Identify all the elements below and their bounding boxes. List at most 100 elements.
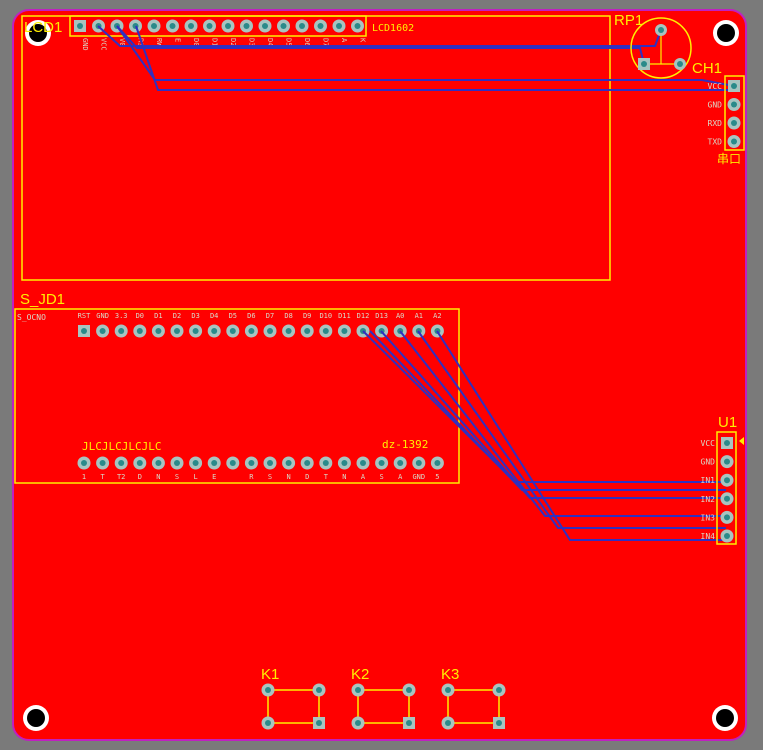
- lcd-pin-label: A: [340, 38, 348, 43]
- sjd1-top-pin-5: [151, 324, 165, 338]
- switch-ref: K3: [441, 666, 459, 683]
- u1-pin-2: [720, 455, 734, 469]
- switch-k2: K2: [351, 666, 416, 730]
- ch1-pin-4: [727, 135, 741, 148]
- sjd1-bottom-pin-label: A: [361, 473, 366, 481]
- u1-pin-5: [720, 510, 734, 524]
- sjd1-board-text: dz-1392: [382, 438, 428, 451]
- switch-k1: K1: [261, 666, 326, 730]
- rp1-outline: [630, 17, 692, 79]
- u1-pin-1: [721, 437, 733, 449]
- switch-pad: [402, 683, 416, 697]
- sjd1-bottom-pin-label: N: [286, 473, 290, 481]
- sjd1-top-pin-label: D4: [210, 312, 218, 320]
- board-outline: [12, 9, 747, 741]
- lcd-pin-11: [258, 19, 272, 33]
- lcd-pin-label: RS: [137, 38, 145, 46]
- sjd1-bottom-text: JLCJLCJLCJLC: [82, 440, 161, 453]
- sjd1-top-pin-label: D12: [357, 312, 370, 320]
- sjd1-ref: S_JD1: [20, 291, 65, 308]
- switch-k3: K3: [441, 666, 506, 730]
- switch-pad: [312, 683, 326, 697]
- sjd1-top-pin-8: [207, 324, 221, 338]
- sjd1-bottom-pin-label: GND: [412, 473, 425, 481]
- lcd-pin-label: GND: [81, 38, 89, 51]
- sjd1-top-pin-label: D8: [284, 312, 292, 320]
- lcd-pin-label: D3: [248, 38, 256, 46]
- sjd1-bottom-pin-5: [151, 456, 165, 470]
- sjd1-bottom-pin-label: L: [193, 473, 197, 481]
- ch1-pin-label: RXD: [708, 119, 723, 128]
- sjd1-bottom-pin-label: N: [156, 473, 160, 481]
- switch-pad: [351, 716, 365, 730]
- sjd1-bottom-pin-8: [207, 456, 221, 470]
- sjd1-bottom-pin-13: [300, 456, 314, 470]
- lcd-pin-15: [332, 19, 346, 33]
- lcd-header-outline: [69, 15, 367, 37]
- lcd-pin-4: [129, 19, 142, 33]
- lcd-pin-label: D7: [322, 38, 330, 46]
- lcd-pin-10: [240, 19, 253, 33]
- lcd-pin-label: D2: [229, 38, 237, 46]
- lcd-pin-16: [351, 19, 364, 33]
- sjd1-outline: [14, 308, 460, 484]
- u1-pin-4: [720, 492, 734, 506]
- sjd1-top-pin-10: [244, 324, 258, 338]
- ch1-ref: CH1: [692, 60, 722, 77]
- sjd1-bottom-pin-label: A: [398, 473, 403, 481]
- switch-pad: [313, 717, 325, 729]
- u1-pin-label: IN1: [701, 476, 716, 485]
- sjd1-top-label: S_OCNO: [17, 313, 46, 322]
- sjd1-top-pin-label: D0: [136, 312, 144, 320]
- u1-pin-3: [720, 473, 734, 487]
- ch1-pin-1: [728, 80, 740, 92]
- sjd1-top-pin-label: D1: [154, 312, 162, 320]
- sjd1-top-pin-9: [226, 324, 240, 338]
- sjd1-bottom-pin-label: D: [305, 473, 309, 481]
- sjd1-bottom-pin-18: [393, 456, 407, 470]
- switch-pad: [492, 683, 506, 697]
- sjd1-top-pin-label: RST: [78, 312, 91, 320]
- sjd1-bottom-pin-19: [412, 456, 426, 470]
- sjd1-bottom-pin-12: [282, 456, 296, 470]
- sjd1-top-pin-7: [189, 324, 203, 338]
- u1-outline: [716, 431, 737, 545]
- lcd-pin-6: [166, 19, 179, 33]
- u1-traces: [362, 330, 726, 541]
- lcd-pin-5: [147, 19, 161, 33]
- sjd1-bottom-pin-9: [226, 456, 240, 470]
- sjd1-bottom-pin-label: D: [138, 473, 142, 481]
- sjd1-bottom-pin-label: S: [175, 473, 179, 481]
- lcd-pin-8: [203, 19, 216, 33]
- lcd-pin-label: VCC: [100, 38, 108, 51]
- mounting-holes: [23, 20, 739, 731]
- u1-ref: U1: [718, 414, 737, 431]
- switch-pad: [261, 716, 275, 730]
- sjd1-top-pin-14: [319, 324, 333, 338]
- lcd-pin-label: D4: [266, 38, 274, 46]
- sjd1-bottom-pin-2: [96, 456, 110, 470]
- switch-pad: [351, 683, 365, 697]
- ch1-outline: [724, 75, 745, 151]
- switch-pad: [403, 717, 415, 729]
- lcd-pin-label: RW: [155, 38, 163, 47]
- sjd1-top-pin-label: A0: [396, 312, 404, 320]
- sjd1-bottom-pin-10: [244, 456, 258, 470]
- ch1-pin-3: [727, 116, 741, 130]
- sjd1-top-pin-label: A2: [433, 312, 441, 320]
- ch1-pin-label: VCC: [708, 82, 723, 91]
- rp1-ref: RP1: [614, 12, 643, 29]
- sjd1-bottom-pin-label: N: [342, 473, 346, 481]
- sjd1-top-pin-label: D11: [338, 312, 351, 320]
- switch-ref: K1: [261, 666, 279, 683]
- sjd1-top-pin-1: [78, 325, 90, 337]
- lcd-pin-13: [295, 19, 309, 33]
- sjd1-top-pin-label: D6: [247, 312, 255, 320]
- sjd1-top-pin-label: D2: [173, 312, 181, 320]
- sjd1-top-pin-4: [133, 324, 147, 338]
- lcd-pin-label: D5: [285, 38, 293, 46]
- sjd1-bottom-pin-label: T: [324, 473, 329, 481]
- sjd1-bottom-pin-15: [337, 456, 351, 470]
- switch-pad: [493, 717, 505, 729]
